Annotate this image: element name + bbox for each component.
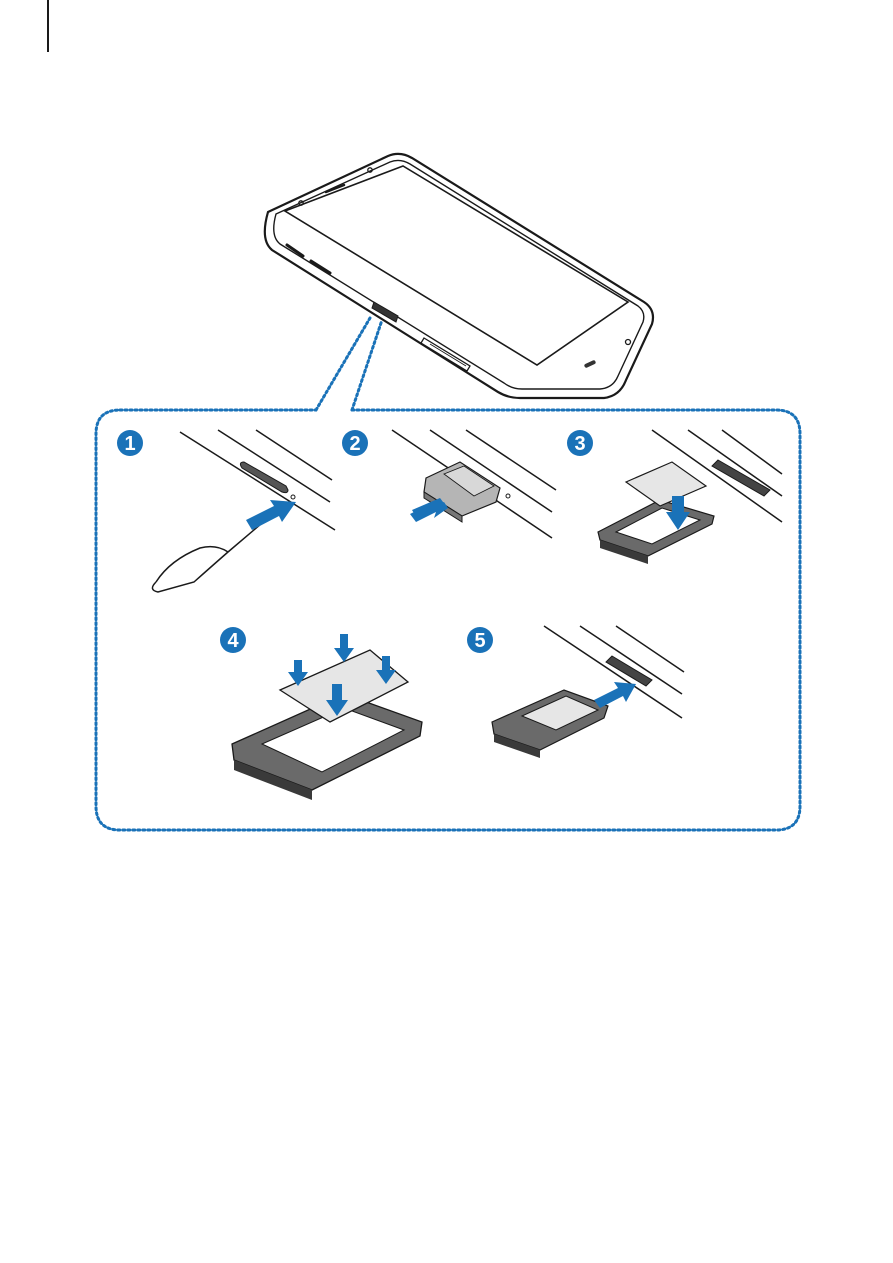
step-3-panel: 3	[567, 430, 782, 564]
step-2-panel: 2	[342, 430, 556, 538]
step-4-number: 4	[227, 630, 239, 652]
callout-frame	[96, 318, 800, 830]
step-1-panel: 1	[117, 430, 335, 592]
phone-device	[265, 154, 653, 398]
step-5-panel: 5	[467, 626, 684, 758]
step-3-badge: 3	[567, 430, 593, 456]
step-1-number: 1	[124, 433, 135, 455]
step-2-number: 2	[349, 433, 360, 455]
step-5-badge: 5	[467, 627, 493, 653]
step-3-number: 3	[574, 433, 585, 455]
step-4-panel: 4	[220, 627, 422, 800]
step-1-badge: 1	[117, 430, 143, 456]
step-2-badge: 2	[342, 430, 368, 456]
step-5-number: 5	[474, 630, 485, 652]
step-4-badge: 4	[220, 627, 246, 653]
